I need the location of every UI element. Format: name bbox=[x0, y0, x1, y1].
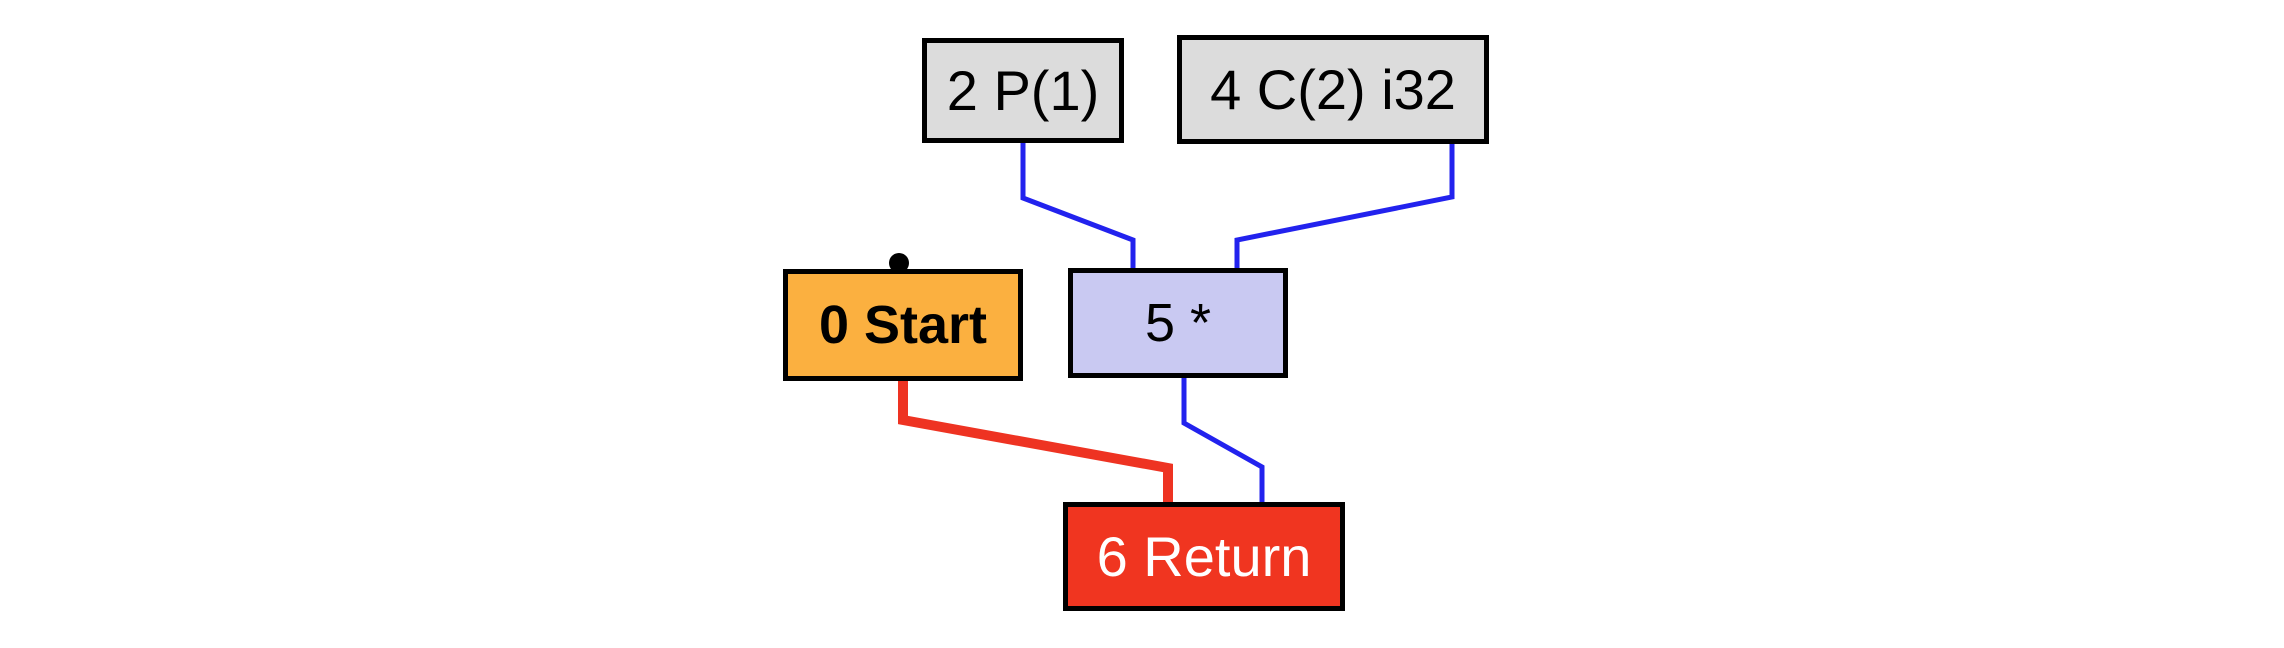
node-4-label: 4 C(2) i32 bbox=[1210, 57, 1456, 121]
node-5-label: 5 * bbox=[1144, 293, 1212, 353]
graph-node-4-constant[interactable]: 4 C(2) i32 bbox=[1177, 35, 1489, 144]
edge-0-to-6 bbox=[898, 381, 1173, 502]
node-6-label: 6 Return bbox=[1096, 524, 1312, 588]
graph-node-0-start[interactable]: 0 Start bbox=[783, 269, 1023, 381]
edge-2-to-5 bbox=[1020, 143, 1136, 268]
graph-node-2-parameter[interactable]: 2 P(1) bbox=[922, 38, 1124, 143]
node-0-label: 0 Start bbox=[818, 295, 988, 355]
node-2-label: 2 P(1) bbox=[946, 58, 1100, 122]
graph-node-6-return[interactable]: 6 Return bbox=[1063, 502, 1345, 611]
edge-5-to-6 bbox=[1181, 378, 1265, 502]
graph-node-5-multiply[interactable]: 5 * bbox=[1068, 268, 1288, 378]
start-entry-dot-icon bbox=[889, 253, 909, 273]
edge-4-to-5 bbox=[1234, 144, 1455, 268]
